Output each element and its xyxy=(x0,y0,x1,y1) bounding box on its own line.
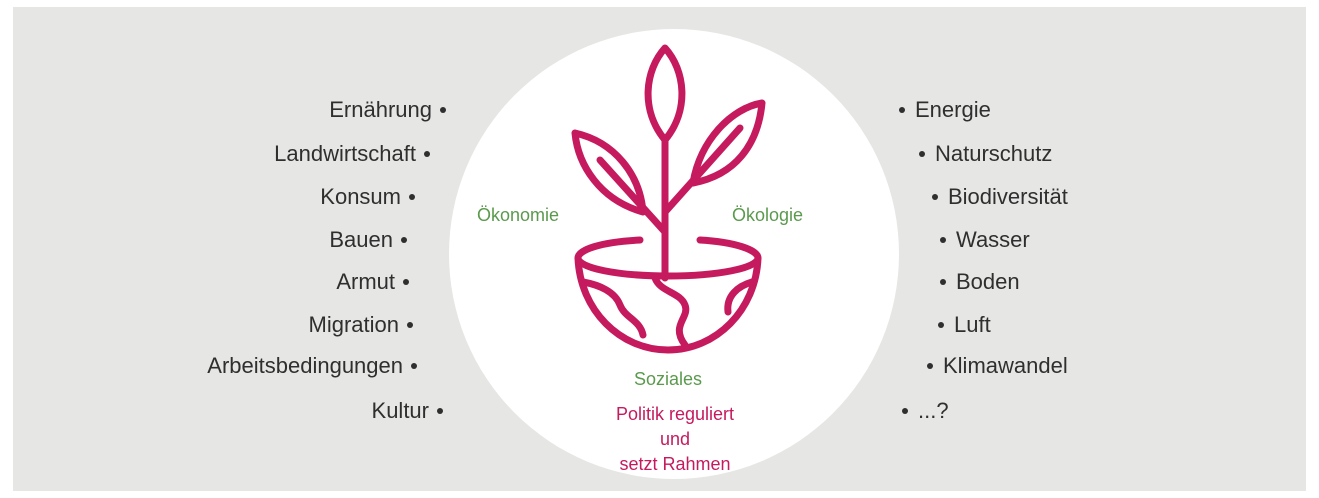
list-item: Kultur xyxy=(372,398,443,424)
bullet-icon xyxy=(440,107,446,114)
list-item: Boden xyxy=(940,269,1020,295)
bullet-icon xyxy=(407,322,413,329)
politics-statement: Politik reguliert und setzt Rahmen xyxy=(600,402,750,477)
pillar-economy-label: Ökonomie xyxy=(477,205,560,225)
list-item: Klimawandel xyxy=(927,353,1068,379)
bullet-icon xyxy=(437,408,443,415)
list-item: Konsum xyxy=(320,184,415,210)
list-item: ...? xyxy=(902,398,949,424)
pillar-social-label: Soziales xyxy=(634,369,703,389)
list-item: Energie xyxy=(899,97,991,123)
list-item: Naturschutz xyxy=(919,141,1052,167)
list-item: Bauen xyxy=(329,227,407,253)
bullet-icon xyxy=(919,151,925,158)
bullet-icon xyxy=(899,107,905,114)
list-item: Luft xyxy=(938,312,991,338)
list-item: Arbeitsbedingungen xyxy=(207,353,417,379)
pillar-ecology-label: Ökologie xyxy=(732,205,804,225)
list-item: Wasser xyxy=(940,227,1030,253)
center-circle xyxy=(449,29,899,479)
bullet-icon xyxy=(902,408,908,415)
bullet-icon xyxy=(424,151,430,158)
bullet-icon xyxy=(938,322,944,329)
bullet-icon xyxy=(401,237,407,244)
politics-line-1: Politik reguliert und xyxy=(615,404,735,449)
bullet-icon xyxy=(932,194,938,201)
list-item: Biodiversität xyxy=(932,184,1068,210)
list-item: Ernährung xyxy=(329,97,446,123)
bullet-icon xyxy=(940,279,946,286)
politics-line-2: setzt Rahmen xyxy=(619,454,731,474)
list-item: Landwirtschaft xyxy=(274,141,430,167)
bullet-icon xyxy=(403,279,409,286)
list-item: Migration xyxy=(309,312,413,338)
list-item: Armut xyxy=(336,269,409,295)
bullet-icon xyxy=(927,363,933,370)
plant-growing-from-globe-bowl-icon xyxy=(571,44,766,354)
bullet-icon xyxy=(409,194,415,201)
bullet-icon xyxy=(940,237,946,244)
bullet-icon xyxy=(411,363,417,370)
